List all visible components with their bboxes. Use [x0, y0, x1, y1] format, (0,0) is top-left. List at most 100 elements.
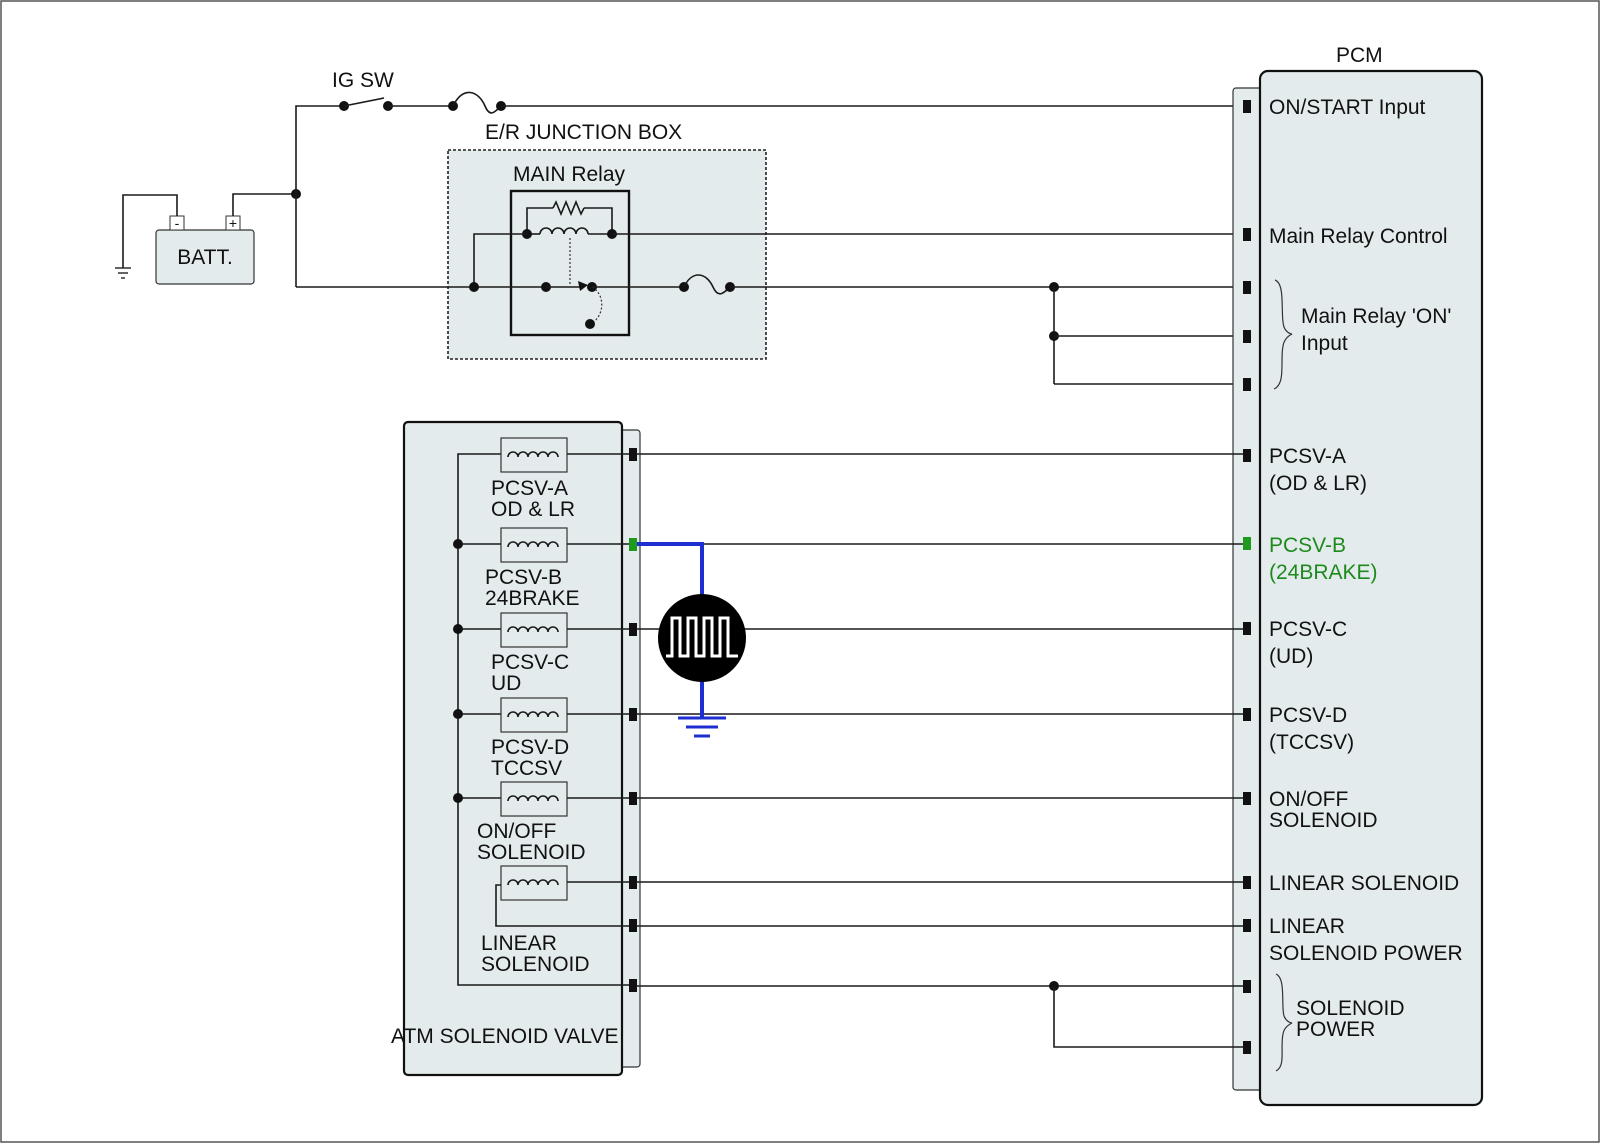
solenoid-label-linear: LINEAR: [481, 932, 557, 955]
relay-resistor-bridge: [526, 207, 553, 234]
scope-probe-wire: [637, 542, 704, 596]
junction-dot: [453, 793, 463, 803]
pcm-terminal-main-relay-control: Main Relay Control: [1269, 225, 1448, 248]
pcm-pin: [1243, 281, 1251, 294]
pcm-pin-highlighted: [1243, 537, 1251, 550]
solenoid-power-wire: [1053, 986, 1243, 1048]
ground-icon: [115, 267, 131, 279]
junction-dot: [453, 624, 463, 634]
solenoid-label-pcsv-a-line2: OD & LR: [491, 498, 575, 521]
pcm-terminal-onoff: ON/OFF: [1269, 788, 1348, 811]
relay-switch-arrow: [578, 281, 588, 291]
solenoid-coil-icon: [500, 865, 568, 901]
relay-coil-feed: [473, 233, 527, 287]
solenoid-label-linear-line2: SOLENOID: [481, 953, 590, 976]
er-junction-box-label: E/R JUNCTION BOX: [485, 121, 682, 144]
fuse-icon: [683, 274, 731, 295]
pcm-pin: [1243, 228, 1251, 241]
pcm-terminal-pcsv-d: PCSV-D: [1269, 704, 1347, 727]
pcm-terminal-linear-power: LINEAR: [1269, 915, 1345, 938]
main-relay-label: MAIN Relay: [513, 163, 626, 186]
pcm-terminal-on-start: ON/START Input: [1269, 96, 1426, 119]
battery-label: BATT.: [177, 246, 233, 269]
relay-resistor-bridge: [584, 207, 613, 234]
junction-dot: [453, 539, 463, 549]
pcm-pin: [1243, 708, 1251, 721]
solenoid-common-wire: [457, 453, 636, 986]
battery-plus-sign: +: [229, 215, 237, 231]
pcm-terminal-linear-power-line2: SOLENOID POWER: [1269, 942, 1463, 965]
pcm-pin: [1243, 622, 1251, 635]
fuse-icon: [452, 91, 502, 114]
pcm-terminal-solenoid-power-line2: POWER: [1296, 1018, 1375, 1041]
pcm-terminal-main-relay-on: Main Relay 'ON': [1301, 305, 1451, 328]
solenoid-coil-icon: [500, 437, 568, 473]
battery: BATT. - +: [155, 215, 255, 285]
battery-body: [155, 229, 255, 285]
pcm-terminal-solenoid-power: SOLENOID: [1296, 997, 1405, 1020]
atm-solenoid-valve-label: ATM SOLENOID VALVE: [391, 1025, 619, 1048]
relay-switch-arc: [591, 286, 603, 324]
atm-pin: [629, 919, 637, 932]
battery-minus-sign: -: [175, 215, 180, 231]
solenoid-label-pcsv-d: PCSV-D: [491, 736, 569, 759]
solenoid-label-onoff: ON/OFF: [477, 820, 556, 843]
ig-switch-blade: [343, 97, 385, 107]
pcm-terminal-pcsv-a: PCSV-A: [1269, 445, 1346, 468]
solenoid-coil-icon: [500, 527, 568, 563]
er-junction-box: [447, 149, 767, 360]
solenoid-label-pcsv-b-line2: 24BRAKE: [485, 587, 580, 610]
pcm-terminal-pcsv-c: PCSV-C: [1269, 618, 1347, 641]
pcm-terminal-onoff-line2: SOLENOID: [1269, 809, 1378, 832]
oscilloscope-waveform-icon: [658, 594, 746, 682]
ig-feed-wire: [295, 105, 344, 287]
pcm-terminal-pcsv-b-line2: (24BRAKE): [1269, 561, 1378, 584]
resistor-icon: [552, 199, 585, 217]
relay-coil-icon: [539, 227, 589, 235]
atm-pin-highlighted: [629, 538, 637, 551]
pcm-pin: [1243, 919, 1251, 932]
solenoid-coil-icon: [500, 697, 568, 733]
pcm-pin: [1243, 449, 1251, 462]
ig-sw-label: IG SW: [332, 69, 394, 92]
main-relay-box: [509, 189, 631, 337]
atm-pin: [629, 448, 637, 461]
pcm-terminal-pcsv-d-line2: (TCCSV): [1269, 731, 1354, 754]
battery-positive-wire: [232, 193, 296, 216]
pcm-pin: [1243, 1041, 1251, 1054]
atm-pin: [629, 979, 637, 992]
pcm-pin: [1243, 792, 1251, 805]
pcm-pin: [1243, 330, 1251, 343]
junction-dot: [453, 709, 463, 719]
solenoid-label-onoff-line2: SOLENOID: [477, 841, 586, 864]
atm-pin: [629, 792, 637, 805]
pcm-pin: [1243, 980, 1251, 993]
solenoid-label-pcsv-b: PCSV-B: [485, 566, 562, 589]
pcm-pin: [1243, 876, 1251, 889]
ground-icon: [678, 716, 726, 738]
solenoid-coil-icon: [500, 781, 568, 817]
brace-icon: [1275, 973, 1293, 1072]
pcm-label: PCM: [1336, 44, 1383, 67]
relay-switch-contact: [585, 319, 595, 329]
solenoid-label-pcsv-a: PCSV-A: [491, 477, 568, 500]
pcm-terminal-linear: LINEAR SOLENOID: [1269, 872, 1459, 895]
brace-icon: [1273, 279, 1293, 390]
solenoid-label-pcsv-c: PCSV-C: [491, 651, 569, 674]
pcm-pin: [1243, 100, 1251, 113]
pcm-box: [1258, 69, 1484, 1107]
pcm-terminal-pcsv-a-line2: (OD & LR): [1269, 472, 1367, 495]
solenoid-label-pcsv-c-line2: UD: [491, 672, 521, 695]
solenoid-label-pcsv-d-line2: TCCSV: [491, 757, 562, 780]
pcm-terminal-main-relay-on-line2: Input: [1301, 332, 1348, 355]
pcm-pin: [1243, 378, 1251, 391]
atm-pin: [629, 623, 637, 636]
pcm-terminal-pcsv-c-line2: (UD): [1269, 645, 1313, 668]
atm-pin: [629, 708, 637, 721]
pcm-terminal-pcsv-b: PCSV-B: [1269, 534, 1346, 557]
solenoid-coil-icon: [500, 612, 568, 648]
atm-pin: [629, 876, 637, 889]
junction-dot: [469, 282, 479, 292]
